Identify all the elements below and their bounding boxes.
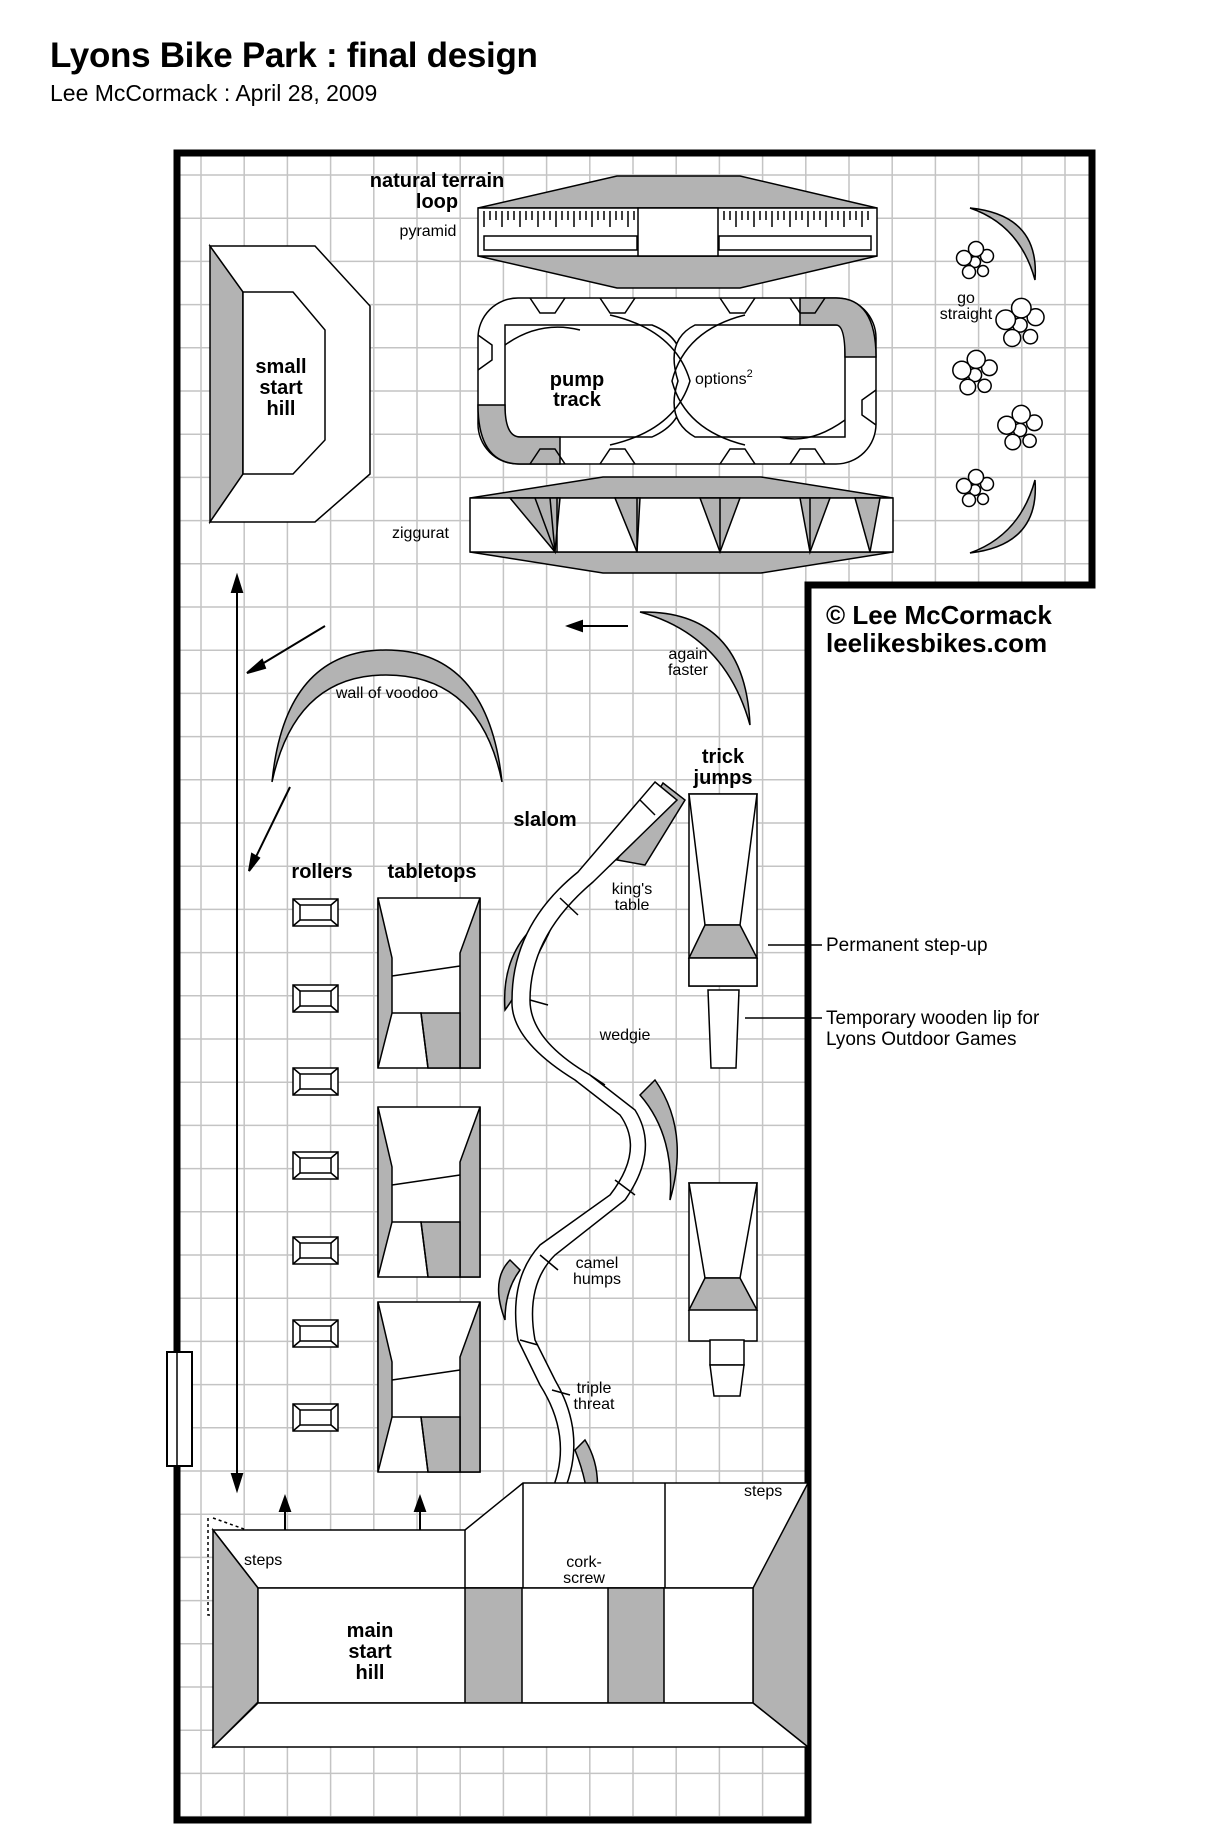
pyramid-label: pyramid (400, 223, 457, 240)
rock (1011, 404, 1031, 425)
main-start-label-2: start (348, 1641, 392, 1663)
wall-of-voodoo (271, 649, 503, 783)
kings-table-label-2: table (615, 897, 650, 914)
tabletop-2 (377, 1106, 481, 1278)
steps-right-label: steps (744, 1483, 782, 1500)
camel-humps-label-2: humps (573, 1271, 621, 1288)
rollers-label: rollers (291, 861, 352, 883)
page-subtitle: Lee McCormack : April 28, 2009 (50, 80, 378, 106)
slalom (497, 780, 686, 1591)
roller-1 (292, 898, 339, 927)
trick-jump-2 (687, 1182, 759, 1397)
tabletops (377, 897, 481, 1473)
rock (977, 378, 992, 394)
main-start-hill (211, 1482, 811, 1749)
go-straight-label-1: go (957, 290, 975, 307)
corkscrew-label-2: screw (563, 1570, 605, 1587)
natural-terrain-label: natural terrain (370, 170, 504, 192)
small-start-hill (208, 243, 371, 525)
go-straight-label-2: straight (940, 306, 993, 323)
rock (1022, 328, 1039, 345)
pump-track-label-1: pump (550, 369, 604, 391)
rock (1025, 414, 1043, 432)
permanent-stepup-label: Permanent step-up (826, 935, 988, 956)
copyright-line-2: leelikesbikes.com (826, 628, 1047, 658)
again-faster-label-2: faster (668, 662, 709, 679)
rock (961, 264, 977, 280)
rock (961, 492, 977, 508)
rock (1026, 308, 1045, 327)
pyramid (477, 175, 878, 289)
rock (980, 359, 998, 377)
ziggurat-label: ziggurat (392, 525, 449, 542)
rock (952, 360, 972, 380)
triple-threat-label-1: triple (577, 1380, 612, 1397)
trick-jumps (687, 793, 759, 1397)
tabletop-1 (377, 897, 481, 1069)
wedgie-label: wedgie (599, 1027, 651, 1044)
roller-2 (292, 984, 339, 1013)
triple-threat-label-2: threat (574, 1396, 615, 1413)
roller-3 (292, 1067, 339, 1096)
ziggurat (469, 476, 894, 574)
temp-lip-label-1: Temporary wooden lip for (826, 1008, 1040, 1029)
small-start-label-3: hill (267, 398, 296, 420)
options-label: options2 (695, 368, 753, 388)
labels: natural terrain loop pyramid small start… (244, 170, 1052, 1684)
rock (966, 349, 986, 370)
trick-jumps-label-2: jumps (693, 767, 753, 789)
tabletop-3 (377, 1301, 481, 1473)
rock (959, 378, 977, 396)
again-faster-berm (639, 611, 751, 726)
rollers (292, 898, 339, 1432)
rock (1004, 433, 1022, 451)
wall-of-voodoo-label: wall of voodoo (335, 685, 438, 702)
kings-table-label-1: king's (612, 881, 652, 898)
rock (1022, 433, 1037, 449)
rock (1003, 328, 1022, 348)
natural-terrain-label-2: loop (416, 191, 458, 213)
rock (979, 248, 995, 264)
camel-humps-label-1: camel (576, 1255, 619, 1272)
rock (967, 468, 985, 486)
small-start-label-1: small (255, 356, 306, 378)
roller-6 (292, 1319, 339, 1348)
rock (1010, 297, 1032, 319)
roller-5 (292, 1236, 339, 1265)
copyright-line-1: © Lee McCormack (826, 600, 1052, 630)
trick-jump-1 (687, 793, 759, 1069)
tabletops-label: tabletops (388, 861, 477, 883)
small-start-label-2: start (259, 377, 303, 399)
temp-lip-label-2: Lyons Outdoor Games (826, 1029, 1016, 1050)
rock (955, 477, 973, 495)
steps-left-label: steps (244, 1552, 282, 1569)
roller-7 (292, 1403, 339, 1432)
entrance-gate (166, 1351, 193, 1467)
rock (967, 240, 985, 258)
roller-4 (292, 1151, 339, 1180)
main-start-label-1: main (347, 1620, 394, 1642)
slalom-label: slalom (513, 809, 576, 831)
rock (997, 415, 1017, 435)
rock (976, 492, 990, 506)
rock (979, 476, 995, 492)
rock (976, 264, 990, 278)
go-straight-section (952, 207, 1045, 554)
rock (955, 249, 973, 267)
again-faster-label-1: again (668, 646, 707, 663)
trick-jumps-label-1: trick (702, 746, 745, 768)
corkscrew-label-1: cork- (566, 1554, 602, 1571)
rock (995, 309, 1017, 331)
main-start-label-3: hill (356, 1662, 385, 1684)
page-title: Lyons Bike Park : final design (50, 36, 538, 75)
park-boundary (173, 149, 1096, 1824)
pump-track-label-2: track (553, 389, 602, 411)
pump-track (477, 297, 877, 465)
